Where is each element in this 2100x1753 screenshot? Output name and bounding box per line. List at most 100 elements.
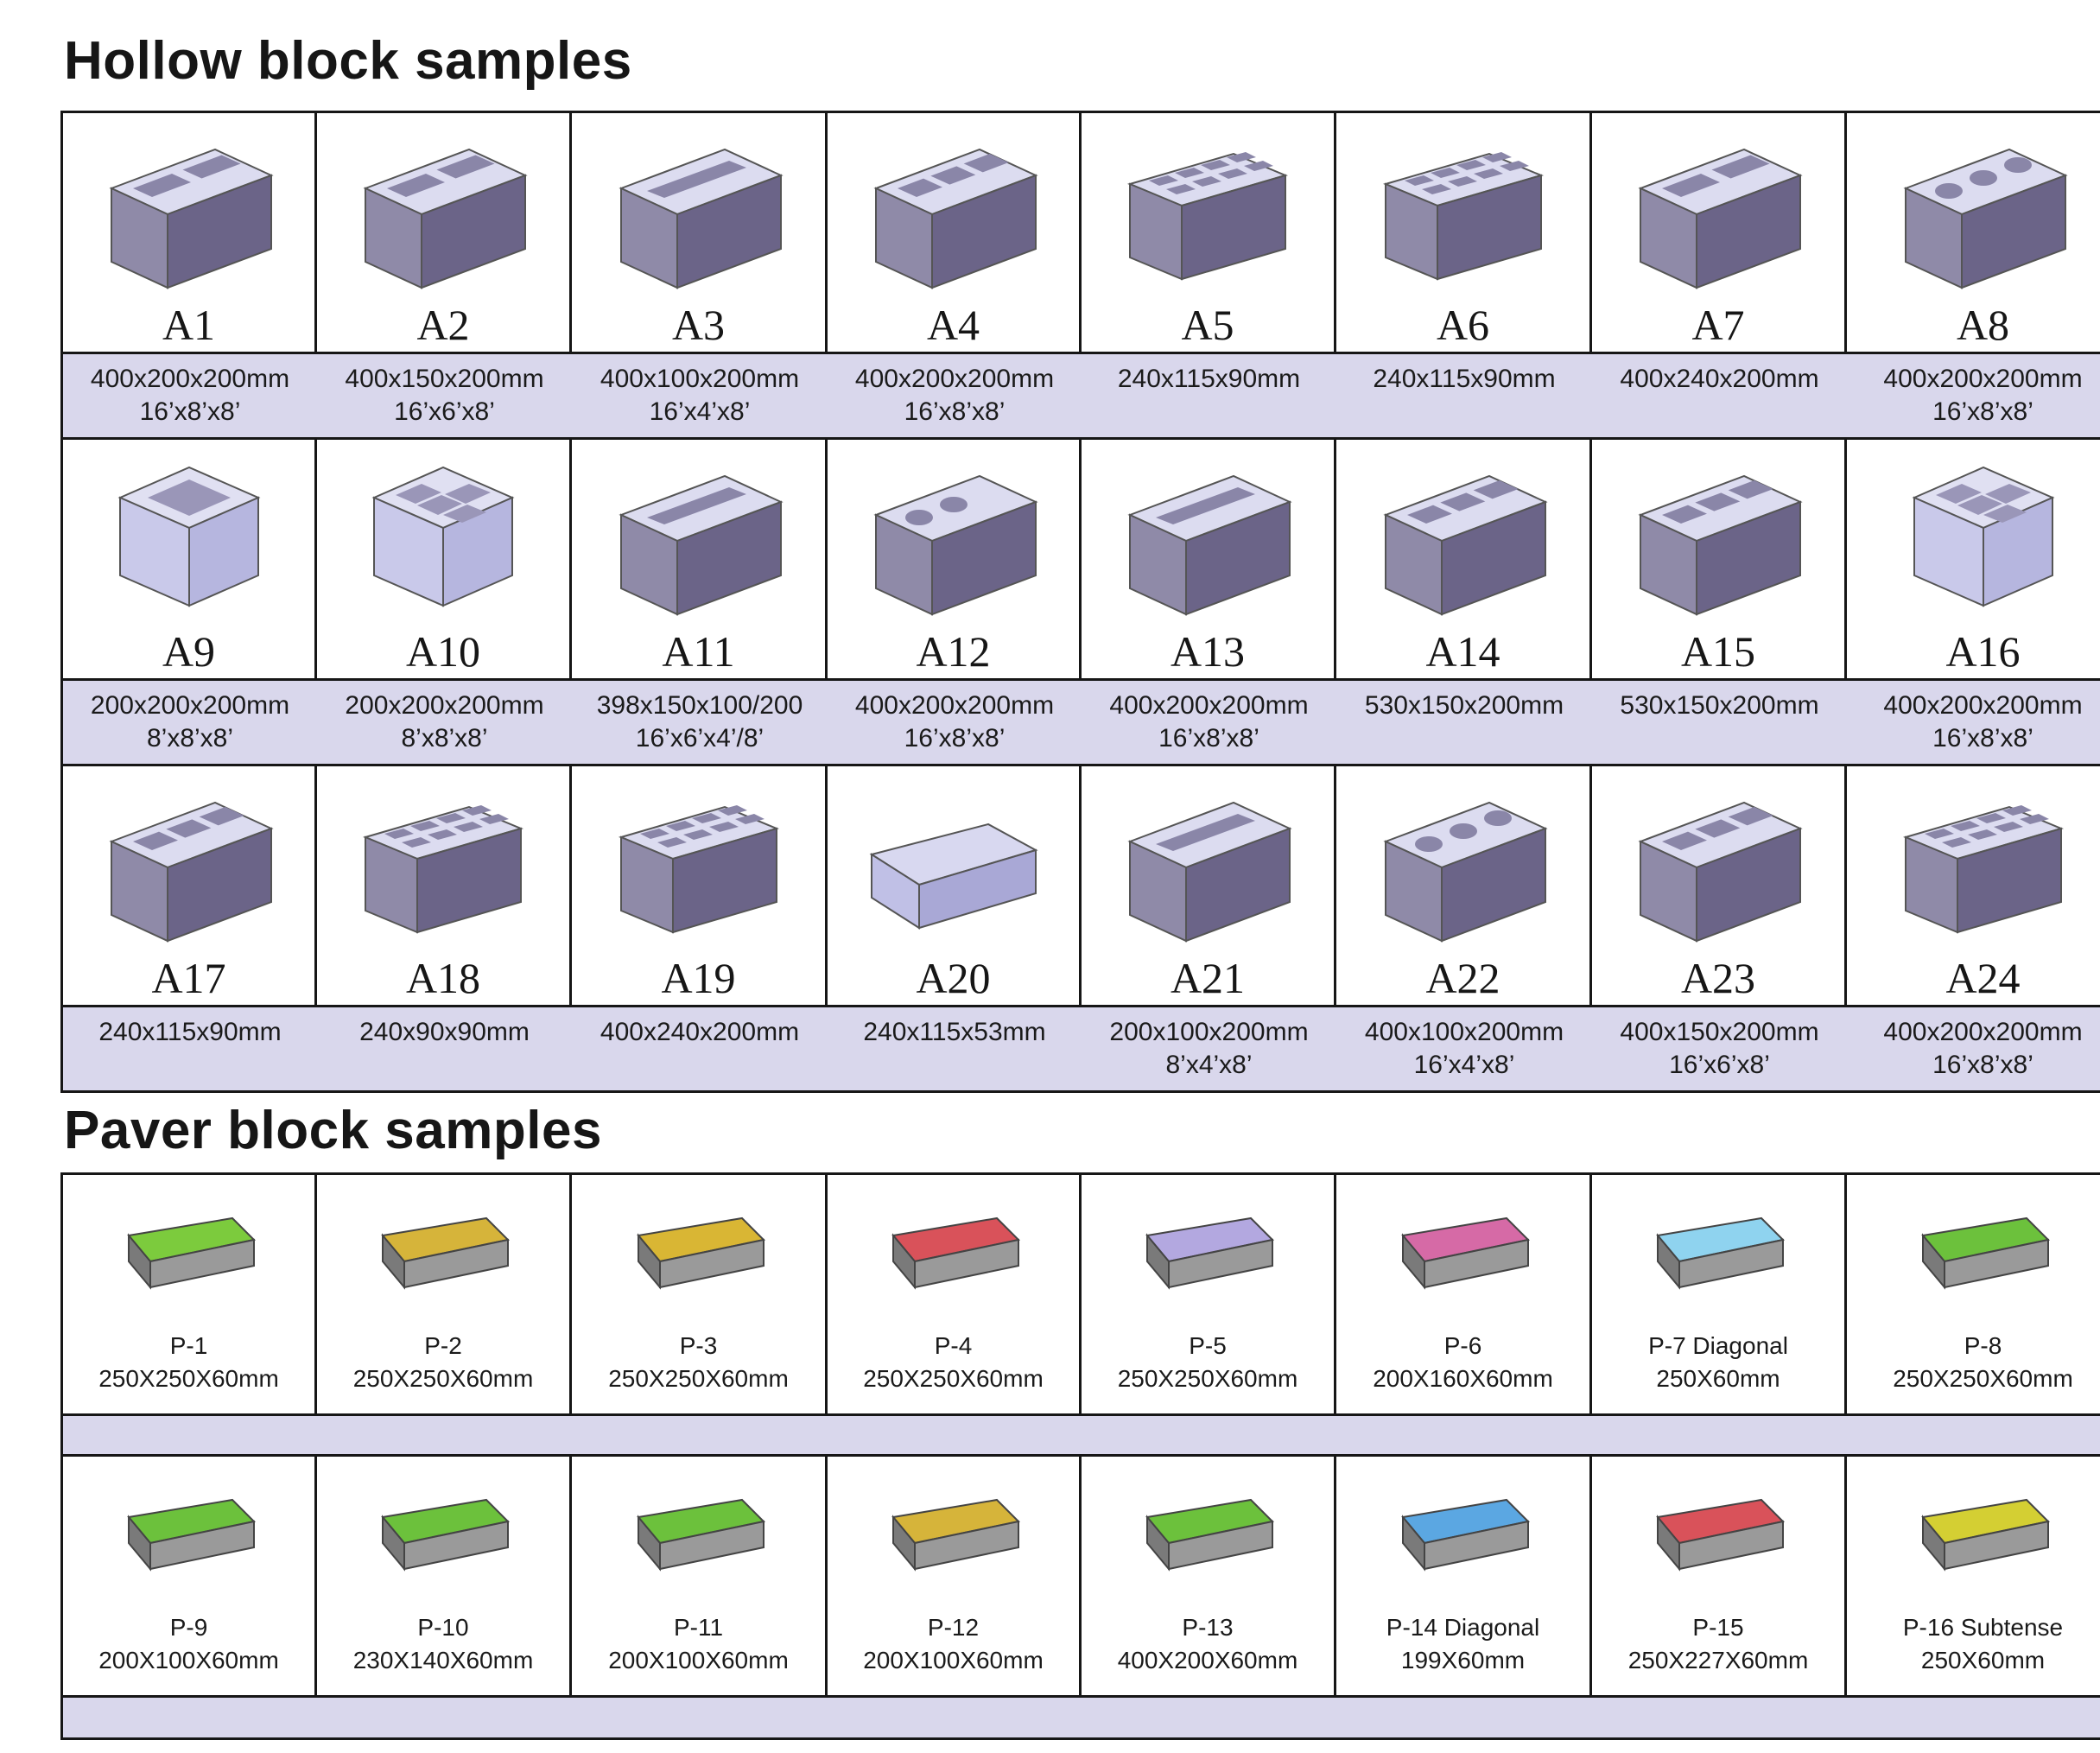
paver-size: 250X250X60mm — [1117, 1365, 1298, 1392]
block-illustration — [618, 474, 784, 616]
paver-illustration — [1656, 1216, 1786, 1290]
block-illustration — [108, 801, 274, 943]
block-dimensions: 400x200x200mm 16’x8’x8’ — [63, 354, 317, 437]
block-dimensions: 240x115x53mm — [828, 1007, 1082, 1090]
paver-illustration — [126, 1498, 256, 1572]
dimension-imperial: 16’x8’x8’ — [904, 724, 1006, 753]
paver-name: P-10 — [417, 1614, 469, 1641]
hollow-block-cell: A16 — [1847, 440, 2100, 678]
block-label: A15 — [1680, 627, 1756, 676]
dimension-imperial: 8’x4’x8’ — [1165, 1051, 1253, 1079]
block-label: A12 — [916, 627, 991, 676]
hollow-block-cell: A20 — [828, 766, 1082, 1005]
block-illustration — [1638, 474, 1803, 616]
block-label: A4 — [926, 301, 980, 349]
paver-size: 199X60mm — [1400, 1647, 1526, 1674]
paver-name: P-15 — [1692, 1614, 1744, 1641]
block-dimensions: 400x240x200mm — [1592, 354, 1847, 437]
block-illustration — [1127, 474, 1292, 616]
dimension-metric: 240x115x53mm — [863, 1018, 1046, 1046]
paver-illustration — [636, 1498, 765, 1572]
block-illustration — [872, 148, 1038, 289]
hollow-block-cell: A13 — [1082, 440, 1336, 678]
block-illustration — [1902, 805, 2064, 934]
block-dimensions: 200x200x200mm 8’x8’x8’ — [63, 681, 317, 764]
hollow-block-cell: A21 — [1082, 766, 1336, 1005]
hollow-block-cell: A8 — [1847, 113, 2100, 352]
block-label: A13 — [1170, 627, 1246, 676]
block-label: A6 — [1436, 301, 1490, 349]
dimension-metric: 240x115x90mm — [98, 1018, 282, 1046]
block-label: A5 — [1181, 301, 1234, 349]
hollow-block-cell: A14 — [1336, 440, 1592, 678]
dimension-imperial: 16’x8’x8’ — [1158, 724, 1259, 753]
dimension-metric: 200x200x200mm — [345, 691, 544, 720]
hollow-block-cell: A23 — [1592, 766, 1847, 1005]
dimension-metric: 530x150x200mm — [1364, 691, 1564, 720]
paver-separator-band — [63, 1416, 2100, 1457]
dimension-metric: 400x200x200mm — [1883, 1018, 2083, 1046]
block-illustration — [618, 805, 779, 934]
block-label: A3 — [671, 301, 726, 349]
paver-illustration — [1400, 1498, 1530, 1572]
block-illustration — [108, 148, 274, 289]
paver-name: P-8 — [1964, 1332, 2002, 1359]
dimension-imperial: 16’x8’x8’ — [139, 397, 241, 426]
block-label: A9 — [162, 627, 216, 676]
paver-name: P-2 — [424, 1332, 462, 1359]
paver-illustration — [636, 1216, 765, 1290]
paver-size: 250X250X60mm — [608, 1365, 789, 1392]
dimension-metric: 400x240x200mm — [600, 1018, 800, 1046]
paver-illustration — [1400, 1216, 1530, 1290]
paver-name: P-12 — [927, 1614, 980, 1641]
dimension-imperial: 16’x6’x4’/8’ — [635, 724, 765, 753]
block-dimensions: 530x150x200mm — [1592, 681, 1847, 764]
dimension-metric: 200x200x200mm — [90, 691, 290, 720]
hollow-block-cell: A18 — [317, 766, 572, 1005]
block-illustration — [1912, 466, 2054, 607]
hollow-block-cell: A2 — [317, 113, 572, 352]
paver-size: 250X250X60mm — [863, 1365, 1044, 1392]
block-label: A20 — [916, 954, 991, 1002]
dimension-metric: 400x200x200mm — [90, 365, 290, 393]
paver-illustration — [891, 1498, 1020, 1572]
block-illustration — [1382, 474, 1548, 616]
block-illustration — [363, 805, 523, 934]
paver-illustration — [1656, 1498, 1786, 1572]
dimension-imperial: 8’x8’x8’ — [146, 724, 234, 753]
hollow-block-cell: A5 — [1082, 113, 1336, 352]
hollow-section-title: Hollow block samples — [64, 31, 632, 91]
hollow-block-cell: A7 — [1592, 113, 1847, 352]
block-illustration — [869, 823, 1038, 930]
paver-illustration — [1145, 1498, 1275, 1572]
hollow-block-cell: A15 — [1592, 440, 1847, 678]
block-label: A1 — [162, 301, 216, 349]
hollow-block-cell: A11 — [572, 440, 828, 678]
hollow-block-cell: A19 — [572, 766, 828, 1005]
block-label: A14 — [1425, 627, 1500, 676]
hollow-block-cell: A24 — [1847, 766, 2100, 1005]
hollow-block-cell: A10 — [317, 440, 572, 678]
dimension-imperial: 16’x8’x8’ — [904, 397, 1006, 426]
hollow-block-cell: A4 — [828, 113, 1082, 352]
hollow-block-cell: A1 — [63, 113, 317, 352]
paver-illustration — [891, 1216, 1020, 1290]
